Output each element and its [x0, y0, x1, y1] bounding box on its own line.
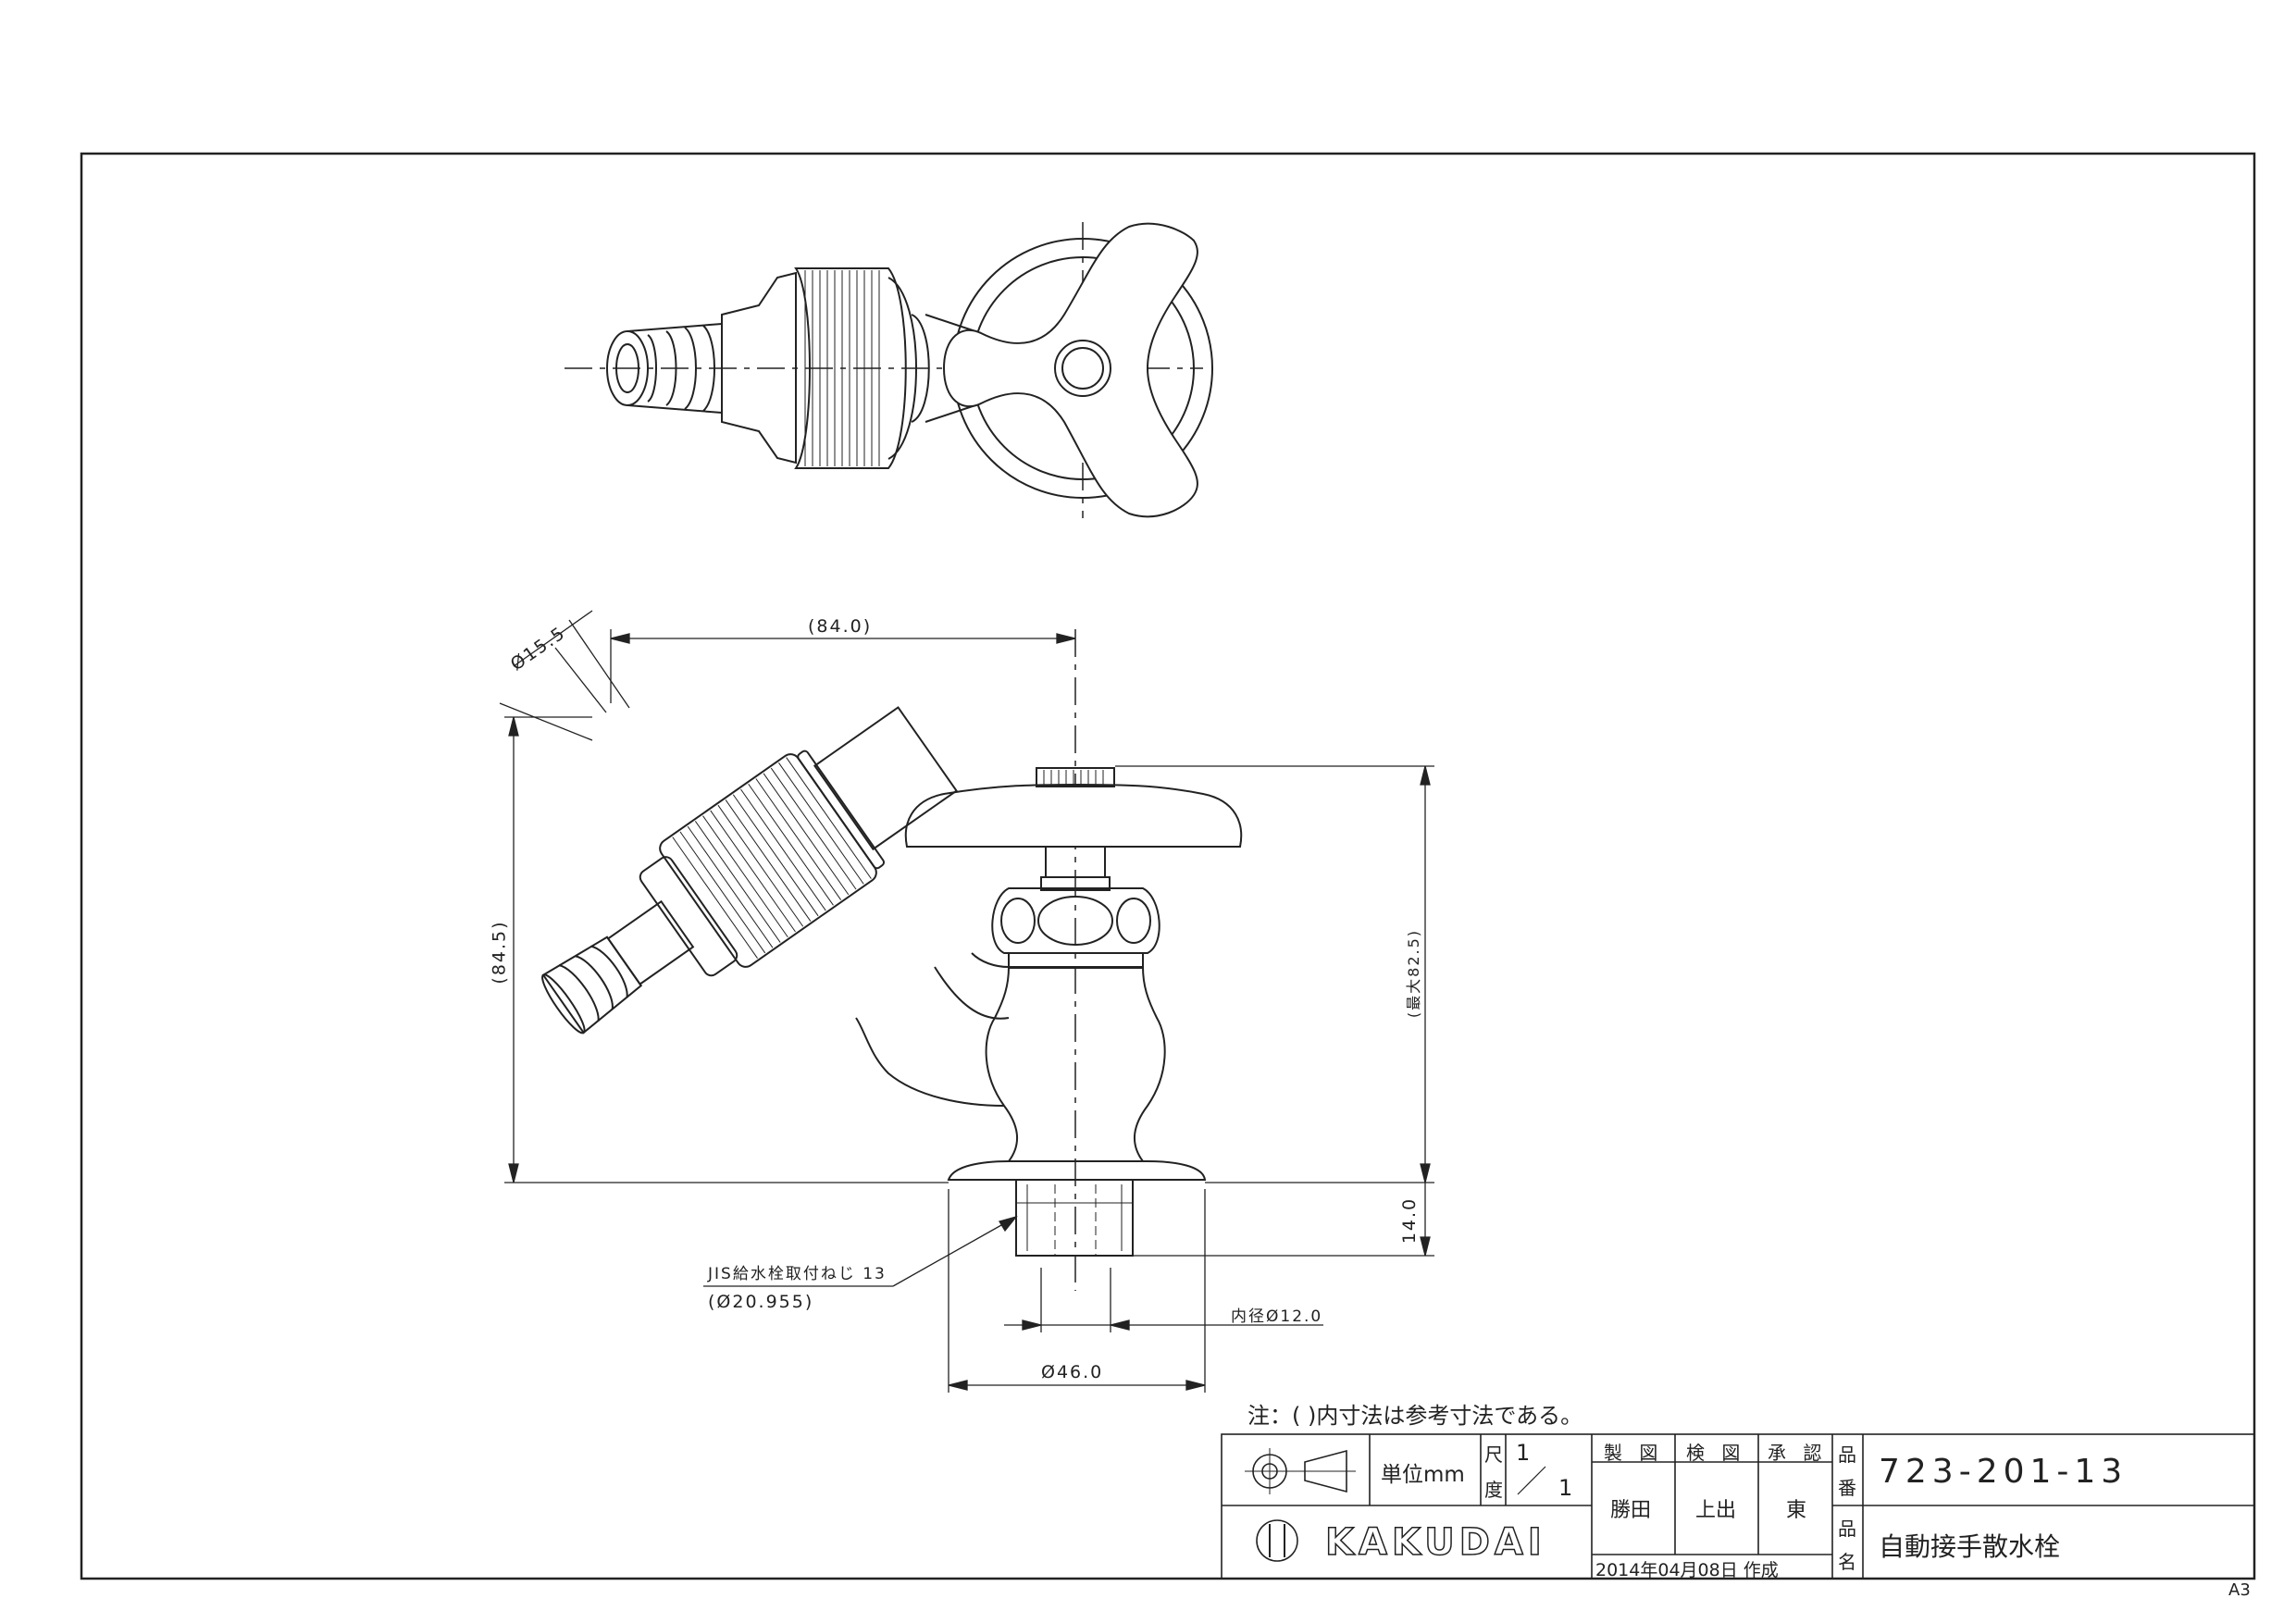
product-label-top: 品: [1838, 1518, 1856, 1540]
col-approved: 承 認: [1768, 1442, 1828, 1464]
name-approved: 東: [1786, 1499, 1807, 1522]
thread-spec-label: JIS給水栓取付ねじ 13: [708, 1265, 887, 1283]
unit-label: 単位mm: [1381, 1463, 1465, 1487]
scale-numerator: 1: [1516, 1440, 1531, 1466]
name-checked: 上出: [1695, 1499, 1737, 1522]
dim-14-0: 14.0: [1399, 1196, 1421, 1245]
part-no-label-bottom: 番: [1838, 1477, 1856, 1499]
sheet-size: A3: [2228, 1580, 2251, 1600]
dim-max-82-5: (最大82.5): [1405, 928, 1423, 1019]
part-number: 723-201-13: [1879, 1453, 2128, 1491]
scale-label-top: 尺: [1484, 1443, 1503, 1466]
thread-diameter-label: (Ø20.955): [708, 1292, 814, 1312]
kakudai-logo-icon: [1256, 1519, 1298, 1562]
inner-diameter-label: 内径Ø12.0: [1231, 1307, 1323, 1326]
dim-84-0: (84.0): [808, 616, 873, 637]
scale-denominator: 1: [1558, 1475, 1573, 1501]
reference-note: 注：( )内寸法は参考寸法である。: [1247, 1403, 1583, 1429]
product-label-bottom: 名: [1838, 1551, 1856, 1573]
brand-name: KAKUDAI: [1324, 1520, 1546, 1565]
front-view: [499, 610, 1434, 1393]
col-drawn: 製 図: [1604, 1442, 1664, 1464]
part-no-label-top: 品: [1838, 1443, 1856, 1466]
product-name: 自動接手散水栓: [1879, 1531, 2061, 1562]
title-block: [1221, 1433, 2255, 1580]
drawing-frame: [80, 152, 2256, 1580]
scale-label-bottom: 度: [1484, 1479, 1503, 1501]
creation-date: 2014年04月08日 作成: [1595, 1560, 1779, 1580]
dim-84-5: (84.5): [489, 920, 510, 985]
name-drawn: 勝田: [1610, 1499, 1652, 1522]
top-view: [565, 222, 1213, 518]
col-checked: 検 図: [1686, 1442, 1746, 1464]
outer-diameter-label: Ø46.0: [1041, 1362, 1104, 1382]
